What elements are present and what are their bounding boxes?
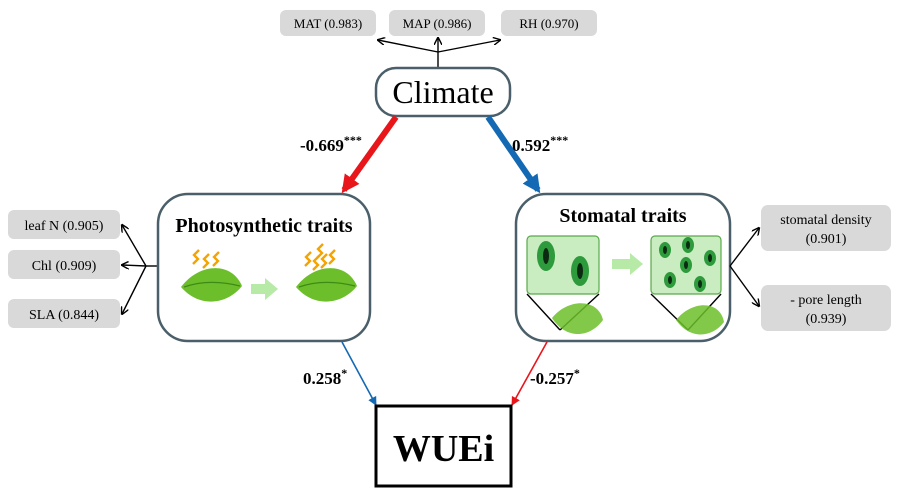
sunlight-icon: [192, 249, 220, 269]
stomatal-indicator-arrows: [729, 228, 759, 306]
climate-indicator-rh: RH (0.970): [501, 10, 597, 36]
coef-stomatal-to-wuei: -0.257*: [530, 366, 580, 388]
coef-climate-to-stomatal: 0.592***: [512, 133, 568, 155]
path-arrow-stomatal-to-wuei: [511, 341, 548, 406]
stomata-low-density-icon: [526, 235, 603, 334]
climate-indicator-mat: MAT (0.983): [280, 10, 376, 36]
photosynthetic-traits-title: Photosynthetic traits: [175, 215, 352, 237]
photosynthetic-indicator-sla: SLA (0.844): [8, 299, 120, 328]
climate-node: Climate: [374, 66, 512, 118]
climate-indicator-mat-label: MAT (0.983): [294, 16, 362, 31]
stomatal-indicator-density-value: (0.901): [806, 232, 847, 247]
photosynthetic-traits-node: Photosynthetic traits: [156, 192, 372, 343]
climate-label: Climate: [392, 74, 493, 110]
leaf-icon: [181, 268, 242, 302]
photosynthetic-indicator-leaf-n-label: leaf N (0.905): [25, 219, 104, 234]
increase-arrow-icon: [251, 278, 278, 300]
stomatal-indicator-density-label: stomatal density: [780, 213, 871, 228]
photosynthetic-indicator-chl-label: Chl (0.909): [32, 259, 97, 274]
stomatal-traits-title: Stomatal traits: [559, 205, 686, 227]
path-arrow-climate-to-stomatal: [485, 115, 541, 194]
path-arrow-photosynthetic-to-wuei: [341, 341, 377, 406]
sunlight-icon: [304, 243, 336, 271]
wuei-label: WUEi: [393, 428, 494, 470]
photosynthetic-indicator-chl: Chl (0.909): [8, 250, 120, 279]
stomata-high-density-icon: [650, 235, 724, 335]
increase-arrow-icon: [612, 253, 643, 275]
climate-indicator-arrows: [378, 38, 500, 70]
stomatal-traits-node: Stomatal traits: [514, 192, 732, 343]
wuei-node: WUEi: [374, 404, 513, 488]
climate-indicator-map-label: MAP (0.986): [403, 16, 472, 31]
stomatal-indicator-pore-length-value: (0.939): [806, 312, 847, 327]
leaf-icon: [296, 268, 357, 302]
photosynthetic-indicator-sla-label: SLA (0.844): [29, 308, 99, 323]
coef-photosynthetic-to-wuei: 0.258*: [303, 366, 347, 388]
climate-indicator-rh-label: RH (0.970): [519, 16, 578, 31]
stomatal-indicator-density: stomatal density (0.901): [761, 205, 891, 251]
stomatal-indicator-pore-length: - pore length (0.939): [761, 285, 891, 331]
climate-indicator-map: MAP (0.986): [389, 10, 485, 36]
photosynthetic-indicator-arrows: [122, 225, 158, 314]
stomatal-indicator-pore-length-label: - pore length: [790, 293, 862, 308]
coef-climate-to-photosynthetic: -0.669***: [300, 133, 362, 155]
photosynthetic-indicator-leaf-n: leaf N (0.905): [8, 210, 120, 239]
path-arrow-climate-to-photosynthetic: [341, 115, 399, 194]
